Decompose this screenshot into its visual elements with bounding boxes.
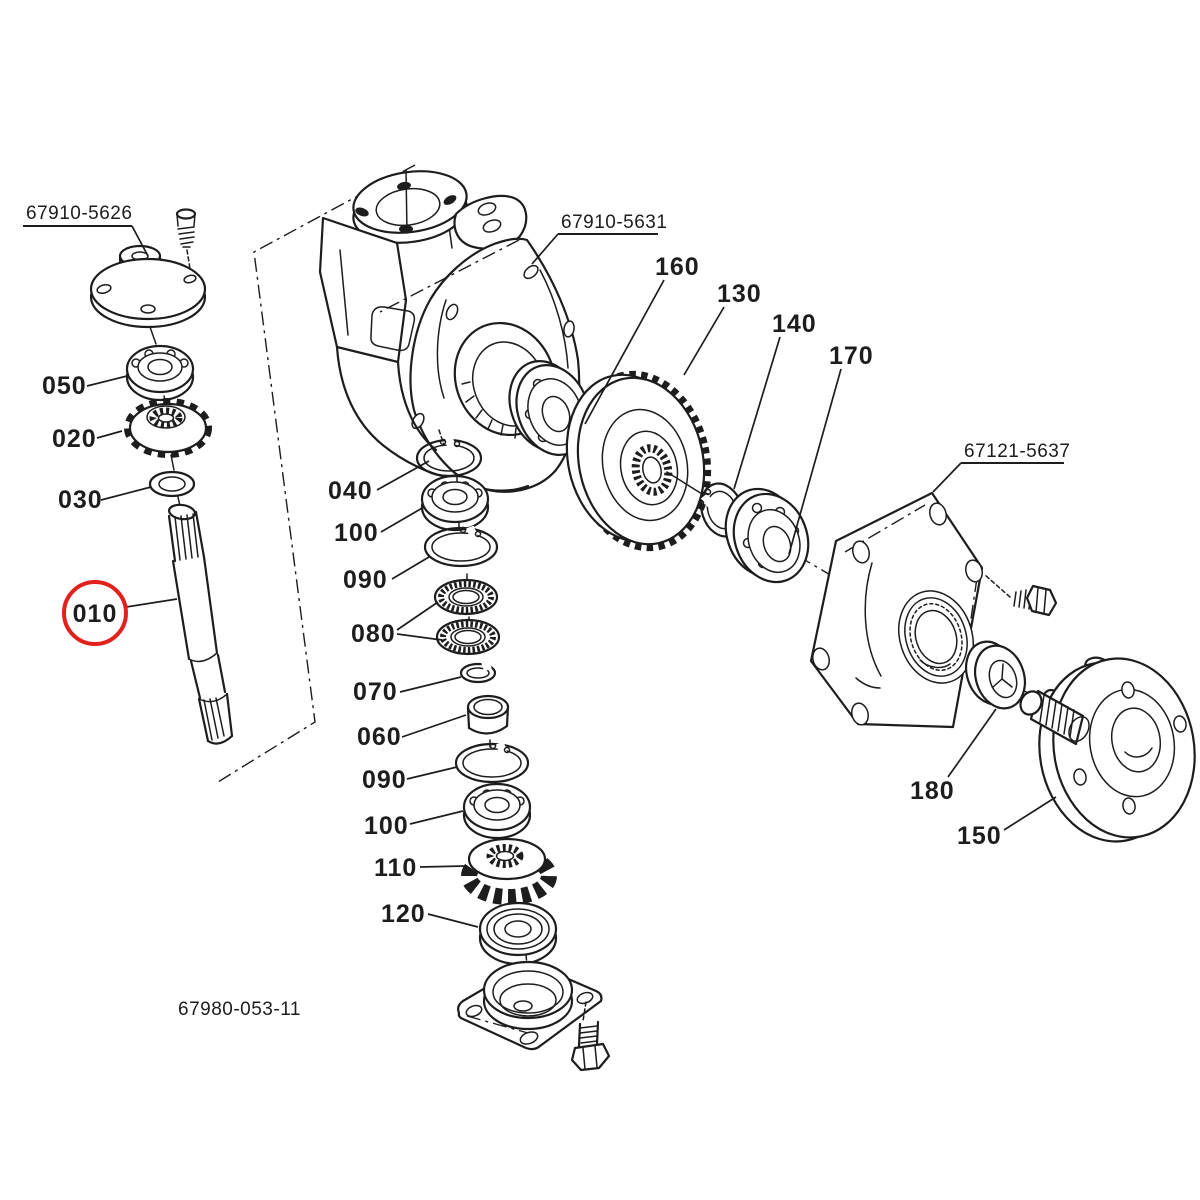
leader-130 [683, 306, 725, 376]
bearing-120 [478, 901, 558, 966]
leader-080-b [396, 633, 443, 641]
bearing-100-upper [420, 473, 490, 532]
cup-bolt [570, 1001, 611, 1072]
callout-090-lower[interactable]: 090 [362, 766, 407, 794]
callout-150[interactable]: 150 [957, 822, 1002, 850]
callout-080[interactable]: 080 [351, 620, 396, 648]
leader-050 [86, 375, 128, 387]
callout-140[interactable]: 140 [772, 310, 817, 338]
leader-010 [125, 598, 178, 608]
cover-bolt [984, 574, 1058, 617]
bevel-gear-110 [461, 837, 557, 905]
bearing-050 [125, 344, 195, 405]
leader-150 [1003, 796, 1057, 831]
leader-170 [788, 368, 842, 555]
bearing-case-cup [457, 954, 603, 1051]
seal-080-upper [433, 573, 499, 616]
selected-part-highlight-circle [62, 580, 128, 646]
leader-180 [947, 708, 997, 778]
callout-020[interactable]: 020 [52, 425, 97, 453]
leader-080-a [396, 601, 439, 631]
snap-ring-070 [459, 660, 497, 684]
part-number-top-left[interactable]: 67910-5626 [26, 203, 132, 224]
leader-030 [100, 486, 152, 501]
part-number-center[interactable]: 67910-5631 [561, 212, 667, 233]
leader-060 [401, 714, 467, 738]
leader-140 [733, 336, 781, 490]
callout-100-upper[interactable]: 100 [334, 519, 379, 547]
callout-170[interactable]: 170 [829, 342, 874, 370]
gear-130 [565, 370, 712, 552]
seal-080-lower [435, 616, 501, 656]
leader-100-lower [409, 810, 464, 825]
callout-130[interactable]: 130 [717, 280, 762, 308]
callout-050[interactable]: 050 [42, 372, 87, 400]
bearing-170 [724, 487, 810, 584]
splined-stub-shaft [1019, 689, 1090, 746]
callout-040[interactable]: 040 [328, 477, 373, 505]
callout-180[interactable]: 180 [910, 777, 955, 805]
seal-180 [965, 640, 1026, 710]
leader-090-upper [391, 556, 430, 580]
part-number-right[interactable]: 67121-5637 [964, 441, 1070, 462]
leader-020 [96, 430, 123, 439]
leader-lines [23, 225, 1064, 928]
drawing-number: 67980-053-11 [178, 999, 301, 1020]
callout-100-lower[interactable]: 100 [364, 812, 409, 840]
snap-ring-090-upper [423, 522, 499, 568]
callout-010[interactable]: 010 [73, 600, 118, 628]
callout-120[interactable]: 120 [381, 900, 426, 928]
wheel-hub-150 [1038, 656, 1196, 843]
leader-120 [427, 913, 479, 928]
gear-020 [124, 398, 212, 471]
callout-110[interactable]: 110 [374, 854, 417, 882]
leader-040 [376, 460, 430, 491]
shaft-010 [167, 503, 234, 745]
washer-030 [148, 470, 196, 507]
callout-070[interactable]: 070 [353, 678, 398, 706]
callout-030[interactable]: 030 [58, 486, 103, 514]
leader-070 [399, 676, 462, 693]
bearing-100-lower [462, 782, 532, 840]
callout-060[interactable]: 060 [357, 723, 402, 751]
callout-160[interactable]: 160 [655, 253, 700, 281]
leader-110 [419, 865, 466, 868]
snap-ring-090-lower [454, 739, 530, 784]
bushing-060 [466, 694, 510, 735]
leader-100-upper [380, 506, 425, 533]
leader-160 [584, 279, 665, 425]
leader-090-lower [406, 766, 458, 780]
axle-cover [809, 491, 984, 729]
flanged-spindle [89, 244, 207, 345]
callout-090-upper[interactable]: 090 [343, 566, 388, 594]
